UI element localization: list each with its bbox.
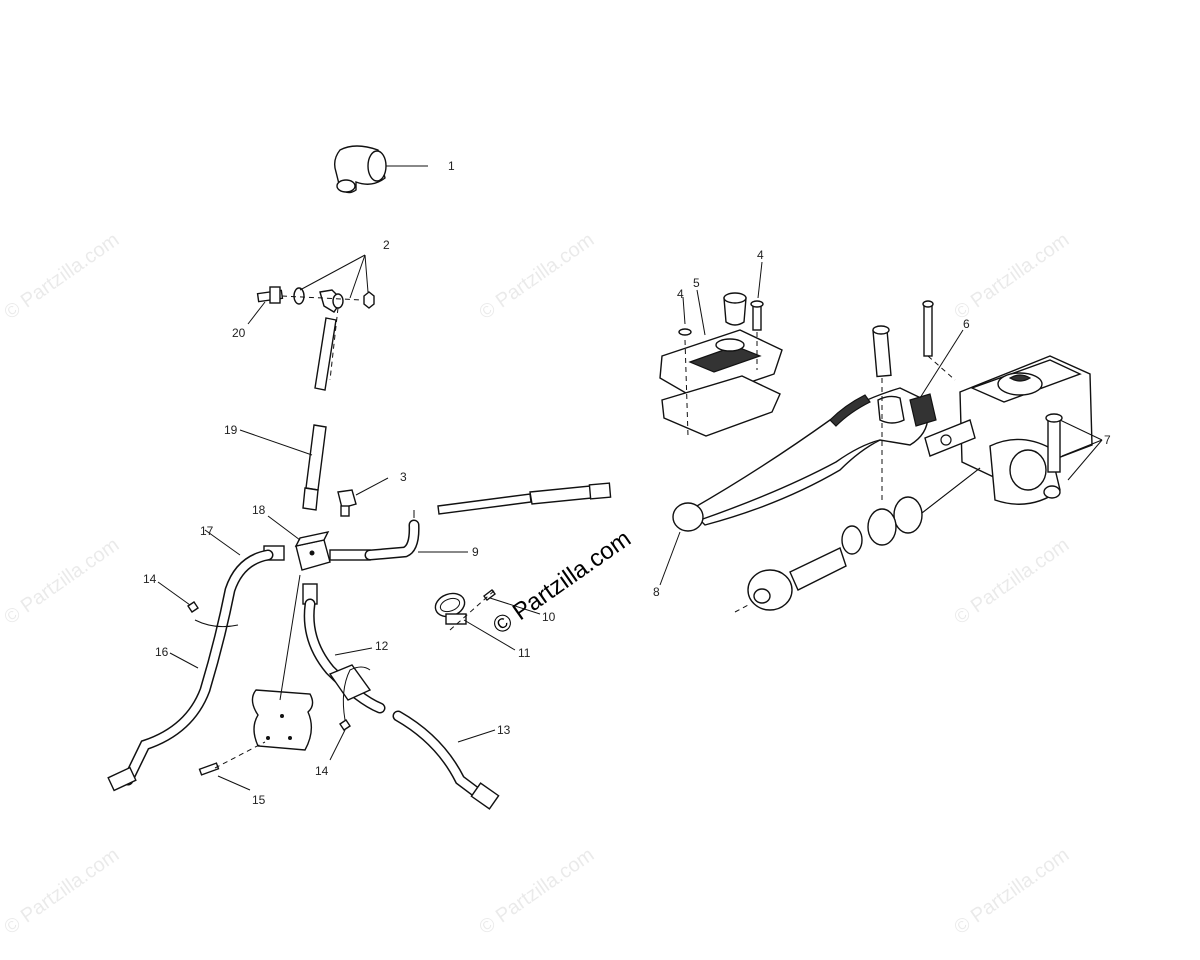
callout-14b: 14	[315, 764, 329, 778]
watermark-tile: © Partzilla.com	[475, 229, 598, 324]
callout-3: 3	[400, 470, 407, 484]
callout-19: 19	[224, 423, 238, 437]
callout-8: 8	[653, 585, 660, 599]
callout-5: 5	[693, 276, 700, 290]
callout-1: 1	[448, 159, 455, 173]
watermark-tile: © Partzilla.com	[0, 534, 123, 629]
callout-7: 7	[1104, 433, 1111, 447]
part-18-junction-block	[267, 515, 331, 571]
watermark-tile: © Partzilla.com	[0, 229, 123, 324]
callout-14a: 14	[143, 572, 157, 586]
part-10-11-clamp	[434, 589, 541, 651]
part-3-brake-switch	[337, 477, 389, 517]
partzilla-watermark: © Partzilla.com	[488, 525, 636, 640]
callout-2: 2	[383, 238, 390, 252]
part-16-17-front-left-hose	[107, 529, 285, 792]
callout-13: 13	[497, 723, 511, 737]
part-15-mount-plate	[198, 574, 314, 791]
callout-4a: 4	[677, 287, 684, 301]
callout-6: 6	[963, 317, 970, 331]
part-4-5-reservoir-cover	[659, 261, 783, 437]
part-9-rear-line	[329, 482, 612, 561]
part-12-13-front-right-hose	[302, 583, 500, 810]
part-19-brake-line	[239, 317, 337, 511]
part-piston-assembly	[734, 467, 981, 613]
watermark-tile: © Partzilla.com	[950, 229, 1073, 324]
callout-11: 11	[518, 646, 531, 660]
part-1-tee-fitting	[333, 145, 428, 194]
callout-10: 10	[542, 610, 556, 624]
part-7-master-cylinder	[924, 355, 1103, 505]
watermark-tile: © Partzilla.com	[950, 844, 1073, 939]
callout-18: 18	[252, 503, 266, 517]
callout-20: 20	[232, 326, 246, 340]
watermark-tile: © Partzilla.com	[475, 844, 598, 939]
part-6-8-brake-lever	[659, 300, 964, 586]
callout-17: 17	[200, 524, 214, 538]
callout-9: 9	[472, 545, 479, 559]
part-2-20-banjo-bolt	[247, 254, 375, 381]
callout-16: 16	[155, 645, 169, 659]
watermark-tile: © Partzilla.com	[0, 844, 123, 939]
watermark-tile: © Partzilla.com	[950, 534, 1073, 629]
callout-labels: 1 2 3 4 4 5 6 7 8 9 10 11 12 13 14 14 15…	[143, 159, 1111, 807]
callout-12: 12	[375, 639, 389, 653]
callout-15: 15	[252, 793, 266, 807]
callout-4b: 4	[757, 248, 764, 262]
